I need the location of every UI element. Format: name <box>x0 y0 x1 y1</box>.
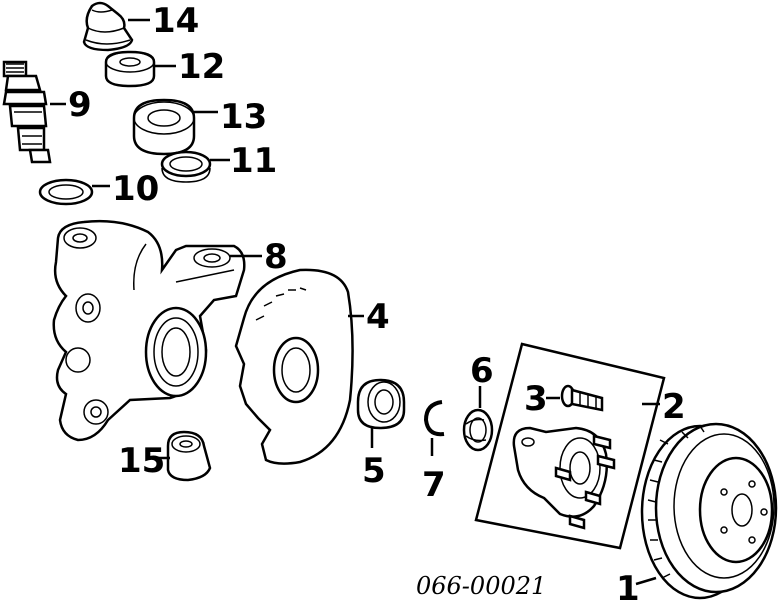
callout-3: 3 <box>524 379 548 419</box>
part-12-bushing <box>104 50 156 88</box>
callout-8: 8 <box>264 237 288 277</box>
part-7-snap-ring <box>423 400 445 437</box>
callout-9: 9 <box>68 85 92 125</box>
part-6-seal <box>462 408 494 452</box>
callout-7: 7 <box>422 465 446 505</box>
callout-2: 2 <box>662 387 686 427</box>
part-1-brake-rotor <box>640 422 778 600</box>
part-9-ball-joint-stud <box>2 60 52 164</box>
part-4-dust-shield <box>234 268 354 465</box>
callout-1: 1 <box>616 569 640 600</box>
callout-10: 10 <box>112 169 159 209</box>
drawing-code: 066-00021 <box>416 572 546 600</box>
callout-4: 4 <box>366 297 390 337</box>
part-11-washer <box>160 150 212 183</box>
steering-knuckle <box>52 219 246 442</box>
part-10-washer <box>38 178 94 206</box>
callout-6: 6 <box>470 351 494 391</box>
callout-5: 5 <box>362 451 386 491</box>
part-3-stud-bolt <box>560 384 604 412</box>
part-14-dust-boot <box>82 1 134 52</box>
part-2-hub-assembly-box <box>474 342 666 550</box>
callout-12: 12 <box>178 47 225 87</box>
callout-11: 11 <box>230 141 277 181</box>
part-5-bearing <box>356 378 406 430</box>
callout-15: 15 <box>118 441 165 481</box>
wheel-hub <box>512 426 616 530</box>
callout-13: 13 <box>220 97 267 137</box>
callout-14: 14 <box>152 1 199 41</box>
part-15-bushing <box>166 430 212 482</box>
part-13-bushing <box>132 98 196 156</box>
